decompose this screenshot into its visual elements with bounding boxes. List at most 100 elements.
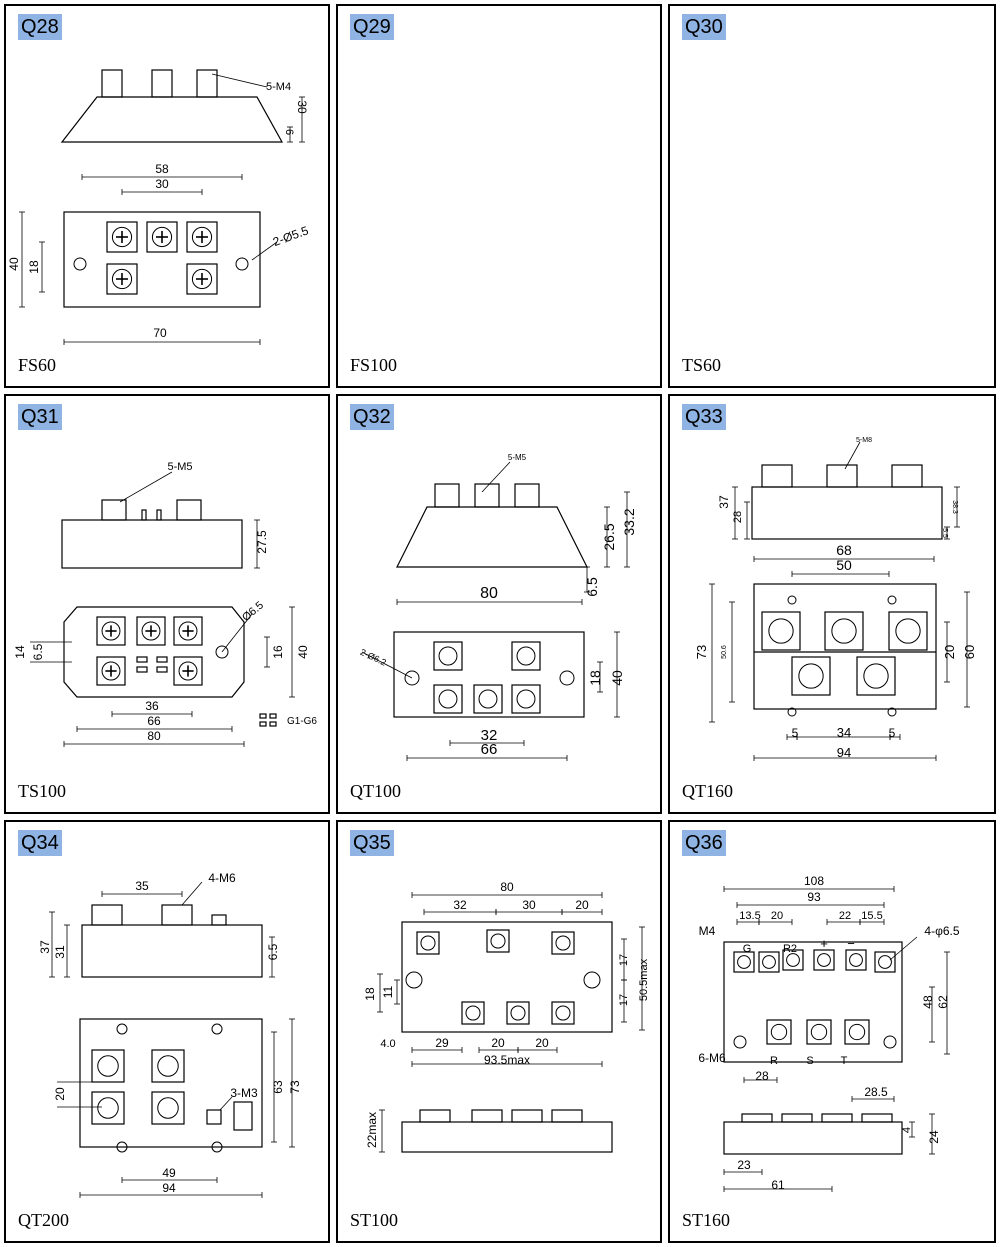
mount-hole [583,971,601,989]
terminal-stud [551,1109,583,1123]
screw-icon [151,226,173,248]
dim-label: 49 [162,1166,176,1180]
dim-label: 17 [618,954,630,966]
dim-label: 80 [500,880,514,894]
dim-label: 28 [732,511,744,523]
terminal [813,949,835,971]
terminal [106,263,138,295]
screw-icon [97,1097,119,1119]
terminal [473,684,503,714]
dim-label: 93 [807,890,821,904]
dim-label: 61 [771,1178,785,1192]
terminal [96,656,126,686]
dim-label: 14 [13,645,27,659]
terminal [186,221,218,253]
dim-label: R2 [783,943,797,955]
screw-icon [191,268,213,290]
dim-label: 27.5 [255,530,269,554]
terminal [151,1049,185,1083]
screw-icon [770,1023,788,1041]
mount-hole [404,670,420,686]
terminal-stud [176,499,202,521]
dim-label: 4.0 [380,1038,395,1050]
dim-label: 37 [717,495,731,509]
base-plate [723,941,903,1063]
mount-hole [116,1023,128,1035]
dim-label: 20 [771,910,783,922]
terminal-stud [471,1109,503,1123]
dim-line [361,651,413,679]
dim-label: − [847,936,855,951]
dim-label: 5-M5 [508,453,527,462]
panel-id: Q30 [682,14,726,40]
dim-label: 50.5max [638,958,650,1001]
dim-label: 5 [889,726,896,740]
terminal [761,611,801,651]
screw-icon [478,689,498,709]
dim-label: 22 [839,910,851,922]
screw-icon [438,646,458,666]
screw-icon [465,1005,481,1021]
dim-label: + [820,936,828,951]
dim-line [221,613,253,653]
panel-id: Q36 [682,830,726,856]
mount-hole [787,707,797,717]
mount-hole [883,1035,897,1049]
case-body [81,924,263,978]
terminal [146,221,178,253]
screw-icon [178,621,198,641]
terminal-stud [211,914,227,926]
aux-terminal [233,1101,253,1131]
gate-pin [156,666,168,673]
dim-label: Ø6.5 [240,599,266,624]
case-body [61,519,243,569]
dim-label: 94 [162,1181,176,1195]
dim-label: 73 [694,645,709,659]
gate-pin [156,509,162,521]
terminal [782,949,804,971]
case-outline [396,506,588,568]
mount-hole [559,670,575,686]
dim-label: 6 [283,129,295,135]
dim-label: 40 [7,257,21,271]
terminal-stud [821,1113,853,1123]
terminal [136,616,166,646]
terminal [845,949,867,971]
dim-label: 6.5 [31,643,45,660]
screw-icon [510,1005,526,1021]
panel-id: Q28 [18,14,62,40]
case-outline [60,96,284,143]
screw-icon [438,689,458,709]
screw-icon [101,621,121,641]
dim-label: 63 [271,1080,285,1094]
terminal [791,656,831,696]
dim-label: 5-M8 [856,437,872,444]
dim-label: 66 [481,741,498,758]
dim-label: 58 [155,162,169,176]
dim-label: 4-φ6.5 [924,924,959,938]
screw-icon [831,618,857,644]
model-name: ST100 [350,1210,399,1230]
dim-label: T [841,1055,848,1067]
dim-label: 23 [737,1158,751,1172]
dim-label: 26.5 [601,523,617,550]
screw-icon [111,226,133,248]
screw-icon [111,268,133,290]
terminal [186,263,218,295]
dim-label: 60 [962,645,977,659]
aux-terminal [206,1109,222,1125]
dim-label: 32 [453,898,467,912]
mount-hole [211,1023,223,1035]
terminal-stud [741,1113,773,1123]
dim-label: G1-G6 [287,716,317,727]
terminal-stud [514,483,540,508]
dim-label: 18 [587,670,603,686]
dim-line [481,461,511,493]
dim-label: 5-M5 [167,461,192,473]
dim-label: 16 [271,645,285,659]
